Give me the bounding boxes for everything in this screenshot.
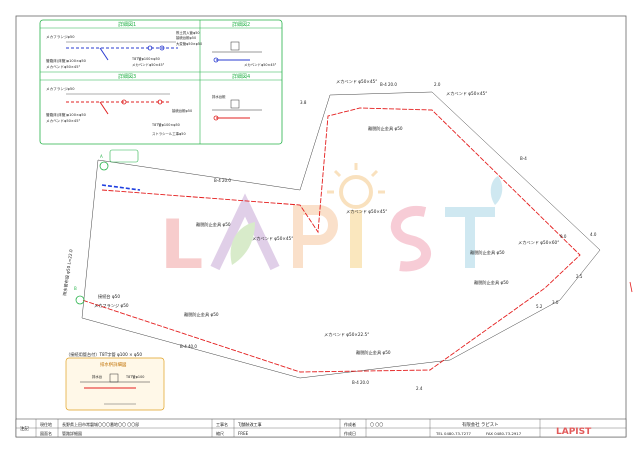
watermark-leaf: [230, 222, 255, 265]
label-bend-top: メカベンド φ50×45°: [336, 79, 377, 85]
pipe-layout: メカベンド φ50×45° メカベンド φ50×45° 離脱防止金具 φ50 離…: [61, 79, 633, 391]
dim-9: 9.0: [560, 234, 567, 239]
detail-title-4: 詳細図4: [232, 73, 250, 80]
label-rain: 雨水管布設 φ50 L=22.0: [61, 249, 74, 297]
watermark-sun-rays: [327, 163, 385, 194]
marker-b: [75, 295, 85, 305]
marker-box: [109, 149, 139, 163]
inset-label-1: T8T管φ100: [125, 374, 144, 379]
marker-a: [99, 161, 109, 171]
label-bend-22: メカベンド φ50×22.5°: [324, 332, 369, 338]
scale-label: 縮尺: [216, 430, 224, 436]
author-value: 〇 〇〇: [370, 422, 383, 427]
dim-bottom: B-4 20.0: [352, 380, 369, 385]
drawing-label: 図面名: [40, 430, 52, 436]
label-anti-right: 離脱防止金具 φ50: [470, 249, 505, 256]
dim-top: B-4 20.0: [380, 82, 397, 87]
watermark-drop: [490, 176, 503, 205]
edge-mark: [629, 281, 633, 293]
red-pipe: [81, 107, 581, 373]
title-block: 注記 現住地 長野県上田市常磐城〇〇〇番地〇〇 〇〇邸 図面名 管路詳細図 工事…: [15, 418, 627, 438]
label-anti-left: 離脱防止金具 φ50: [196, 221, 231, 228]
detail-4-drawing: 排水台帳: [212, 94, 262, 121]
company-logo: LAPIST: [556, 427, 592, 437]
watermark-letter-t: [445, 207, 495, 268]
site-label: 現住地: [40, 421, 52, 427]
watermark-sun: [339, 175, 373, 209]
detail-panel: 詳細図1 詳細図2 詳細図3 詳細図4 メカフランジφ50 管路床(床管)φ10…: [39, 19, 283, 145]
detail-title-1: 詳細図1: [118, 21, 136, 28]
site-outline: [81, 91, 601, 379]
detail-3-label-1: 管路床(床管)φ100×φ50: [46, 112, 87, 117]
detail-3-label-3: 接続台帳φ50: [172, 108, 192, 113]
label-anti-right-low: 離脱防止金具 φ50: [474, 279, 509, 286]
label-anti-top: 離脱防止金具 φ50: [368, 125, 403, 132]
inset-title: 排水桝詳細図: [100, 361, 127, 368]
detail-title-2: 詳細図2: [232, 21, 250, 28]
dim-4: 4.0: [590, 232, 597, 237]
label-anti-bottom: 離脱防止金具 φ50: [356, 349, 391, 356]
scale-value: FREE: [238, 431, 249, 436]
label-bend-left: メカベンド φ50×45°: [252, 236, 293, 242]
detail-3-label-4: T8T管φ100×φ50: [151, 122, 180, 127]
company-name: 有限会社 ラピスト: [462, 421, 499, 428]
detail-3-label-0: メカフランジφ50: [46, 86, 75, 91]
dim-24: 2.4: [416, 386, 423, 391]
label-bend-mid: メカベンド φ50×45°: [346, 209, 387, 215]
work-label: 工事名: [216, 421, 228, 427]
detail-title-3: 詳細図3: [118, 73, 136, 80]
watermark-letter-p: [293, 205, 338, 268]
dim-top-left: B-4 20.0: [214, 178, 231, 183]
detail-2-drawing: メカベンドφ50×45°: [212, 41, 277, 67]
dim-38: 3.8: [300, 100, 307, 105]
dim-25: 2.5: [576, 274, 583, 279]
label-joint: 接続台 φ50: [98, 293, 120, 300]
drawing-value: 管路詳細図: [62, 430, 82, 436]
work-value: TJ舗装改工事: [237, 421, 262, 427]
dim-bottom-left: B-4 40.0: [180, 344, 197, 349]
site-value: 長野県上田市常磐城〇〇〇番地〇〇 〇〇邸: [62, 421, 139, 427]
detail-1-label-5: 大変管φ50×φ50: [176, 41, 202, 46]
watermark-letter-s: [390, 205, 431, 272]
label-bend-top-right: メカベンド φ50×45°: [446, 91, 487, 97]
company-tel: TEL 0480-73-7277: [435, 431, 472, 436]
detail-2-label-0: メカベンドφ50×45°: [244, 62, 277, 67]
detail-1-label-1: 管路床(床管)φ100×φ50: [46, 58, 87, 63]
company-fax: FAX 0480-73-2917: [486, 431, 522, 436]
label-anti-bottom-left: 離脱防止金具 φ50: [184, 311, 219, 318]
detail-3-label-2: メカベンドφ50×45°: [46, 118, 80, 123]
detail-1-label-2: メカベンドφ50×45°: [46, 64, 80, 69]
watermark-letter-i: [350, 210, 362, 268]
detail-1-label-6: T8T管φ100×φ50: [131, 56, 160, 61]
blue-pipe: [101, 184, 141, 191]
date-label: 作成日: [344, 430, 356, 436]
detail-1-drawing: メカフランジφ50 管路床(床管)φ100×φ50 メカベンドφ50×45° 桝…: [46, 30, 202, 69]
detail-3-drawing: メカフランジφ50 管路床(床管)φ100×φ50 メカベンドφ50×45° 接…: [46, 86, 192, 136]
note-label: 注記: [20, 425, 29, 432]
detail-panel-frame: [39, 19, 283, 145]
detail-4-label-0: 排水台帳: [212, 94, 226, 99]
label-connection: （接続用管台付）T8T字管 φ100 × φ50: [66, 351, 142, 358]
watermark-letter-l: L: [160, 206, 203, 285]
detail-1-label-3: 桝土貫入管φ50: [176, 30, 200, 35]
dim-b: B: [74, 286, 77, 291]
detail-1-label-7: メカベンドφ50×45°: [132, 62, 165, 67]
dim-52: 5.2: [536, 304, 543, 309]
dim-2: 2.0: [434, 82, 441, 87]
dim-3: 3.0: [552, 300, 559, 305]
dim-a: A: [100, 154, 103, 159]
watermark-letter-a: [210, 193, 280, 271]
detail-1-label-4: 接続台帳φ50: [176, 35, 196, 40]
label-bend-60: メカベンド φ50×60°: [518, 240, 559, 246]
inset-detail: 排水桝詳細図 排水台 T8T管φ100: [65, 357, 165, 411]
dim-right: B-4: [520, 156, 527, 161]
inset-frame: [65, 357, 165, 411]
detail-3-label-5: ストラシール工事φ50: [152, 131, 186, 136]
inset-label-0: 排水台: [92, 374, 103, 379]
author-label: 作成者: [344, 421, 356, 427]
detail-1-label-0: メカフランジφ50: [46, 34, 75, 39]
label-flange: メカフランジ φ50: [94, 303, 129, 309]
watermark: L: [160, 163, 503, 285]
